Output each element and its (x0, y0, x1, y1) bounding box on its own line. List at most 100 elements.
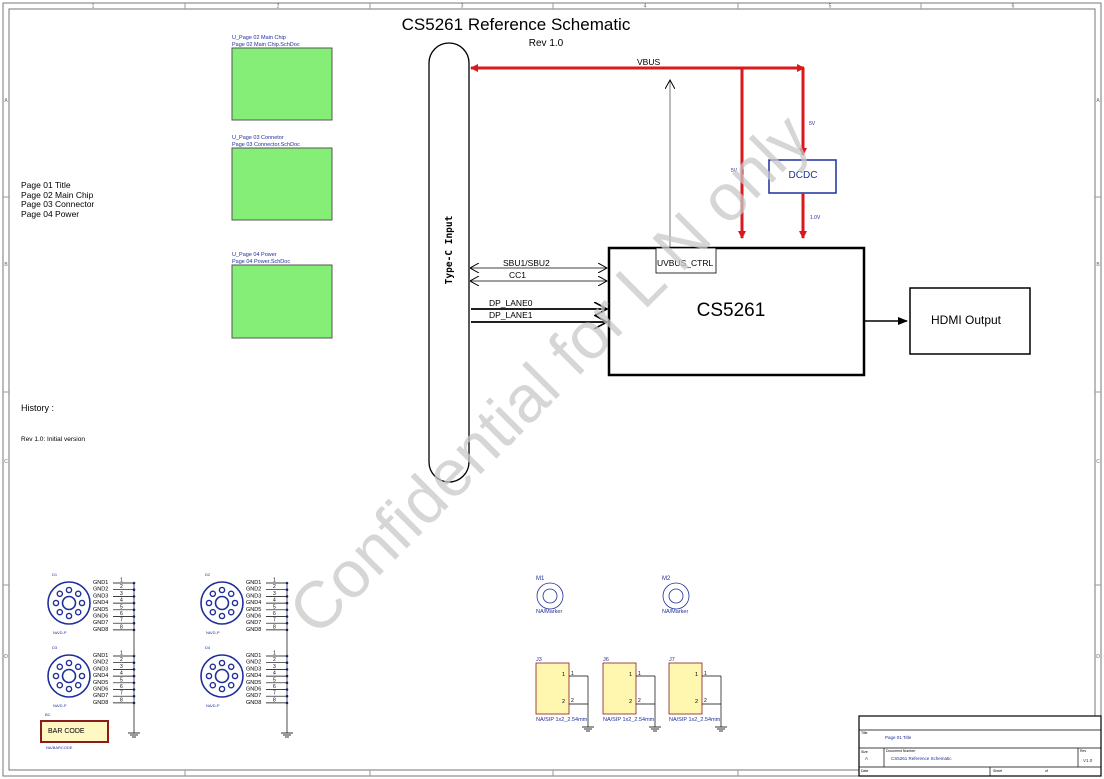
pad-via (218, 586, 226, 594)
sheet-symbol-main-chip[interactable]: U_Page 02 Main Chip Page 02 Main Chip.Sc… (231, 35, 333, 121)
page-index-item: Page 04 Power (21, 209, 79, 219)
pad-symbol[interactable] (47, 654, 91, 698)
marker-ref: M2 (662, 576, 671, 582)
marker-m1[interactable]: M1 NA/Marker (536, 576, 564, 615)
gnd-pin-number: 6 (273, 684, 276, 690)
ground-symbol (649, 726, 661, 732)
cs5261-chip-block[interactable] (607, 246, 866, 377)
page-index-item: Page 01 Title (21, 180, 71, 190)
marker-ref: M1 (536, 576, 545, 582)
pad-via (74, 608, 82, 616)
sheet-box[interactable] (231, 47, 333, 121)
marker-outer-ring (662, 582, 690, 610)
chip-label: CS5261 (697, 300, 766, 321)
header-body[interactable] (535, 662, 570, 715)
gnd-pin-number: 1 (273, 651, 276, 657)
dcdc-block[interactable] (768, 159, 837, 194)
frame-row-d: D (4, 654, 8, 660)
pad-via (56, 608, 64, 616)
title-block: Title Page 01 Title Size A Document Numb… (858, 715, 1102, 777)
gnd-pin-name: GND2 (93, 660, 108, 666)
pad-center-hole (214, 595, 230, 611)
gnd-pin-number: 8 (120, 624, 123, 630)
pad-via (227, 681, 235, 689)
pad-via (227, 663, 235, 671)
gnd-pin-number: 4 (273, 598, 276, 604)
header-body[interactable] (668, 662, 703, 715)
gnd-pin-number: 6 (120, 684, 123, 690)
gnd-pin-name: GND1 (93, 653, 108, 659)
pad-via (56, 590, 64, 598)
gnd-pin-number: 3 (273, 591, 276, 597)
gnd-pin-name: GND3 (93, 666, 108, 672)
frame-row-b: B (4, 262, 8, 268)
header-pin-label: 2 (571, 698, 574, 704)
pad-via (52, 599, 60, 607)
sheet-filename: Page 04 Power.SchDoc (232, 259, 290, 265)
pad-via (52, 672, 60, 680)
sheet-box[interactable] (231, 264, 333, 339)
pad-ref: D3 (52, 645, 58, 650)
barcode-box[interactable] (40, 720, 109, 743)
sheet-box[interactable] (231, 147, 333, 221)
barcode-ref: BC (45, 712, 51, 717)
page-title: CS5261 Reference Schematic (402, 15, 631, 34)
header-pin-number: 2 (629, 699, 632, 705)
title-block-title-value: Page 01 Title (885, 735, 912, 740)
sheet-designator: U_Page 04 Power (232, 252, 277, 258)
page-index-item: Page 03 Connector (21, 199, 94, 209)
gnd-pin-name: GND3 (246, 666, 261, 672)
pad-center-hole (61, 595, 77, 611)
title-block-sheet-label: Sheet (993, 769, 1002, 773)
frame-row-a-right: A (1096, 98, 1100, 104)
pad-via (56, 663, 64, 671)
marker-m2[interactable]: M2 NA/Marker (662, 576, 690, 615)
pad-ref: D1 (52, 572, 58, 577)
pad-via (209, 590, 217, 598)
frame-col-4: 4 (644, 4, 647, 10)
frame-col-6: 6 (1012, 4, 1015, 10)
frame-col-1: 1 (92, 4, 95, 10)
barcode-label: BAR CODE (48, 728, 85, 735)
barcode-symbol[interactable]: BC BAR CODE NA/BARCODE (40, 712, 109, 750)
gnd-pin-number: 5 (120, 677, 123, 683)
pad-via (74, 590, 82, 598)
gnd-pin-name: GND5 (246, 607, 261, 613)
typec-connector-block[interactable] (428, 42, 470, 483)
ground-symbol (715, 726, 727, 732)
sheet-symbol-connector[interactable]: U_Page 03 Connetor Page 03 Connector.Sch… (231, 135, 333, 221)
gnd-pin-number: 3 (120, 591, 123, 597)
gnd-pin-number: 6 (120, 611, 123, 617)
gnd-pin-name: GND8 (246, 700, 261, 706)
sheet-symbol-power[interactable]: U_Page 04 Power Page 04 Power.SchDoc (231, 252, 333, 339)
gnd-pin-number: 2 (120, 657, 123, 663)
header-part: NA/SIP 1x2_2.54mm (669, 717, 721, 723)
header-pin-number: 1 (629, 672, 632, 678)
pad-center-hole (61, 668, 77, 684)
hdmi-output-block[interactable] (909, 287, 1031, 355)
gnd-pin-number: 4 (120, 598, 123, 604)
pad-via (205, 599, 213, 607)
header-ref: J3 (536, 657, 542, 663)
frame-col-5: 5 (829, 4, 832, 10)
header-pin-number: 2 (695, 699, 698, 705)
dp-lane1-label: DP_LANE1 (489, 310, 533, 320)
pad-center-hole (214, 668, 230, 684)
rail-5v-left-label: 5V (731, 168, 738, 174)
pad-symbol[interactable] (200, 654, 244, 698)
title-block-size-label: Size (861, 750, 868, 754)
gnd-pin-number: 2 (120, 584, 123, 590)
pad-via (78, 599, 86, 607)
uvbus-ctrl-port (655, 247, 717, 274)
pad-via (78, 672, 86, 680)
title-block-title-label: Title (861, 731, 868, 735)
gnd-pin-name: GND2 (246, 587, 261, 593)
header-body[interactable] (602, 662, 637, 715)
pad-symbol[interactable] (47, 581, 91, 625)
pad-symbol[interactable] (200, 581, 244, 625)
